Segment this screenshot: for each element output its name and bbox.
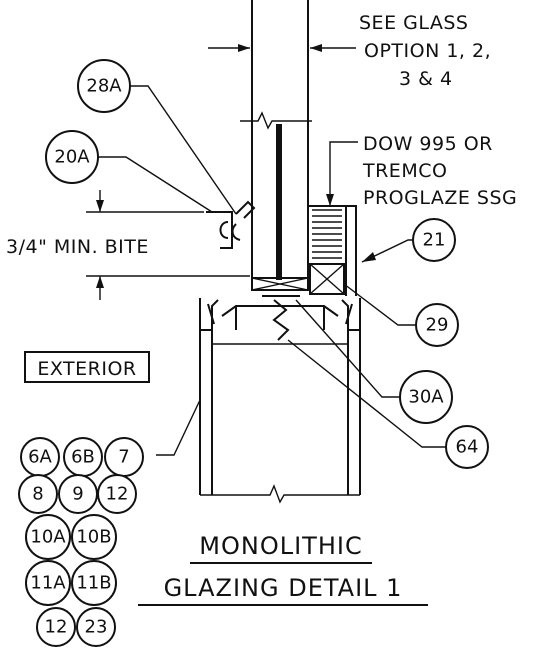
glass-option-note-line3: 3 & 4 <box>399 68 453 90</box>
svg-text:12: 12 <box>106 484 129 505</box>
callout-28a: 28A <box>77 59 131 113</box>
svg-text:28A: 28A <box>86 76 122 97</box>
svg-text:12: 12 <box>45 617 68 638</box>
glass-option-note-line1: SEE GLASS <box>359 12 468 34</box>
callout-21: 21 <box>412 218 456 262</box>
glass-panel <box>240 0 312 282</box>
parts-list: 6A 6B 7 8 9 12 10A 10B 11A 11B 12 23 <box>18 437 144 647</box>
bite-dimension <box>86 190 250 300</box>
glass-option-note-line2: OPTION 1, 2, <box>364 40 491 62</box>
part-8: 8 <box>18 474 58 514</box>
part-11a: 11A <box>25 560 71 606</box>
part-7: 7 <box>104 437 144 477</box>
exterior-label: EXTERIOR <box>24 351 150 383</box>
svg-text:64: 64 <box>456 437 479 458</box>
svg-text:11A: 11A <box>30 573 66 594</box>
part-6b: 6B <box>63 437 103 477</box>
svg-text:11B: 11B <box>76 573 111 594</box>
svg-text:21: 21 <box>423 230 446 251</box>
part-11b: 11B <box>71 560 117 606</box>
svg-text:30A: 30A <box>408 387 444 408</box>
svg-text:9: 9 <box>72 484 83 505</box>
part-10a: 10A <box>25 514 71 560</box>
title-line1: MONOLITHIC <box>199 532 362 560</box>
mullion-body <box>199 295 361 504</box>
svg-text:10B: 10B <box>76 527 111 548</box>
glass-thickness-dimension <box>208 38 356 62</box>
part-6a: 6A <box>20 437 60 477</box>
callout-64: 64 <box>445 425 489 469</box>
bite-note: 3/4" MIN. BITE <box>6 236 149 258</box>
callout-30a: 30A <box>399 370 453 424</box>
exterior-text: EXTERIOR <box>37 358 136 380</box>
callout-20a: 20A <box>45 130 99 184</box>
pressure-plate <box>206 200 357 296</box>
svg-text:7: 7 <box>118 447 129 468</box>
svg-text:23: 23 <box>85 617 108 638</box>
detail-title: MONOLITHIC GLAZING DETAIL 1 <box>138 532 428 606</box>
svg-text:6A: 6A <box>28 447 52 468</box>
svg-text:20A: 20A <box>54 147 90 168</box>
svg-text:6B: 6B <box>71 447 95 468</box>
svg-text:8: 8 <box>32 484 43 505</box>
callout-29: 29 <box>415 303 459 347</box>
part-9: 9 <box>58 474 98 514</box>
leader-lines <box>98 85 446 456</box>
sealant-note-line2: TREMCO <box>362 160 447 182</box>
part-12a: 12 <box>97 474 137 514</box>
svg-text:29: 29 <box>426 315 449 336</box>
sealant-note-line3: PROGLAZE SSG <box>363 187 517 209</box>
part-12b: 12 <box>36 607 76 647</box>
sealant-note-line1: DOW 995 OR <box>363 133 493 155</box>
part-10b: 10B <box>71 514 117 560</box>
title-line2: GLAZING DETAIL 1 <box>164 574 403 602</box>
part-23: 23 <box>76 607 116 647</box>
svg-text:10A: 10A <box>30 527 66 548</box>
